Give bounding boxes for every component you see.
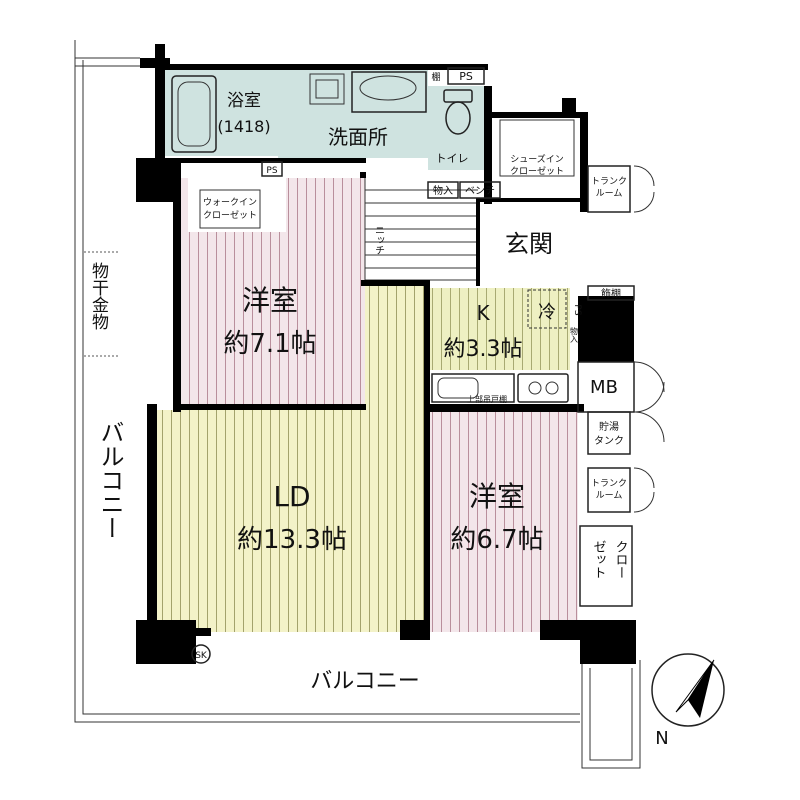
entrance-label: 玄関 (505, 230, 553, 258)
drying-label: 物干金物 (88, 262, 109, 330)
bath-floor (165, 68, 278, 156)
walkin-box (199, 189, 261, 229)
walkin-line2: クローゼット (203, 209, 257, 221)
compass-label: N (655, 728, 668, 749)
storage-box (427, 181, 459, 199)
shelf-label: 棚 (431, 71, 440, 83)
storage-small-label: 物入 (570, 326, 579, 343)
trunk-mid-line1: トランク (591, 478, 627, 489)
washroom-floor (278, 68, 428, 158)
sk-mark: SK (191, 644, 211, 664)
trunk-top-line2: ルーム (596, 188, 623, 199)
balcony-west-outline (74, 40, 580, 723)
balcony-south-label: バルコニー (310, 669, 420, 694)
shoes-line1: シューズイン (510, 153, 564, 165)
ps-walkin-box (261, 161, 283, 177)
closet-col2: クロー (613, 540, 628, 579)
washbasin-icon (309, 71, 427, 113)
kitchen-label: K (476, 301, 490, 325)
closet-box (579, 525, 633, 607)
trunk-top-box (587, 165, 631, 213)
walkin-line1: ウォークイン (203, 197, 257, 208)
bathtub-icon (171, 75, 217, 153)
ps-top-box (447, 67, 485, 85)
kitchen-size: 約3.3帖 (444, 337, 523, 362)
tank-box (587, 411, 631, 455)
tank-line1: 貯湯 (599, 420, 619, 433)
western2-label: 洋室 (469, 480, 525, 513)
stove-icon (517, 373, 569, 403)
ps-kitchen-label: PS (572, 304, 582, 315)
ps-walkin-label: PS (266, 166, 277, 176)
western1-size: 約7.1帖 (223, 329, 316, 359)
door-arcs (633, 165, 665, 513)
sk-label: SK (195, 651, 208, 661)
compass-icon: N (651, 653, 725, 749)
balcony-south-outline (581, 660, 641, 769)
walls (136, 44, 636, 664)
kitchen-floor (425, 288, 570, 370)
western1-label: 洋室 (242, 284, 298, 317)
western2-size: 約6.7帖 (450, 525, 543, 555)
sink-icon (431, 373, 515, 403)
fridge-box (527, 289, 567, 329)
tank-line2: タンク (594, 435, 624, 447)
walkin-floor (188, 178, 286, 232)
mb-label: MB (590, 377, 618, 398)
entrance-floor (478, 200, 583, 284)
trunk-top-line1: トランク (591, 176, 627, 187)
ld-size: 約13.3帖 (237, 525, 347, 555)
shoes-line2: クローゼット (510, 165, 564, 177)
bath-size: (1418) (217, 117, 270, 136)
bench-box (459, 181, 501, 199)
ld-label: LD (273, 480, 310, 513)
fridge-label: 冷 (538, 302, 556, 323)
washroom-label: 洗面所 (328, 125, 388, 149)
toilet-label: トイレ (436, 152, 469, 165)
toilet-floor (428, 86, 484, 170)
trunk-mid-box (587, 467, 631, 513)
display-shelf-box (587, 285, 635, 301)
niche-label: ニッチ (373, 225, 384, 255)
balcony-west-label: バルコニー (96, 420, 124, 540)
bench-label: ベンチ (465, 185, 495, 197)
cabinet-label: 上部吊戸棚 (467, 394, 507, 404)
drying-rack-marks (84, 251, 120, 357)
ps-top-label: PS (459, 70, 473, 83)
bath-label: 浴室 (227, 91, 261, 111)
storage-label: 物入 (433, 184, 453, 197)
trunk-mid-line2: ルーム (596, 490, 623, 501)
western2-floor (425, 412, 578, 632)
ld-floor (153, 285, 425, 632)
closet-col1: ゼット (591, 540, 607, 579)
display-shelf-label: 飾棚 (601, 287, 621, 300)
toilet-icon (443, 89, 473, 135)
shoes-box (499, 119, 575, 177)
